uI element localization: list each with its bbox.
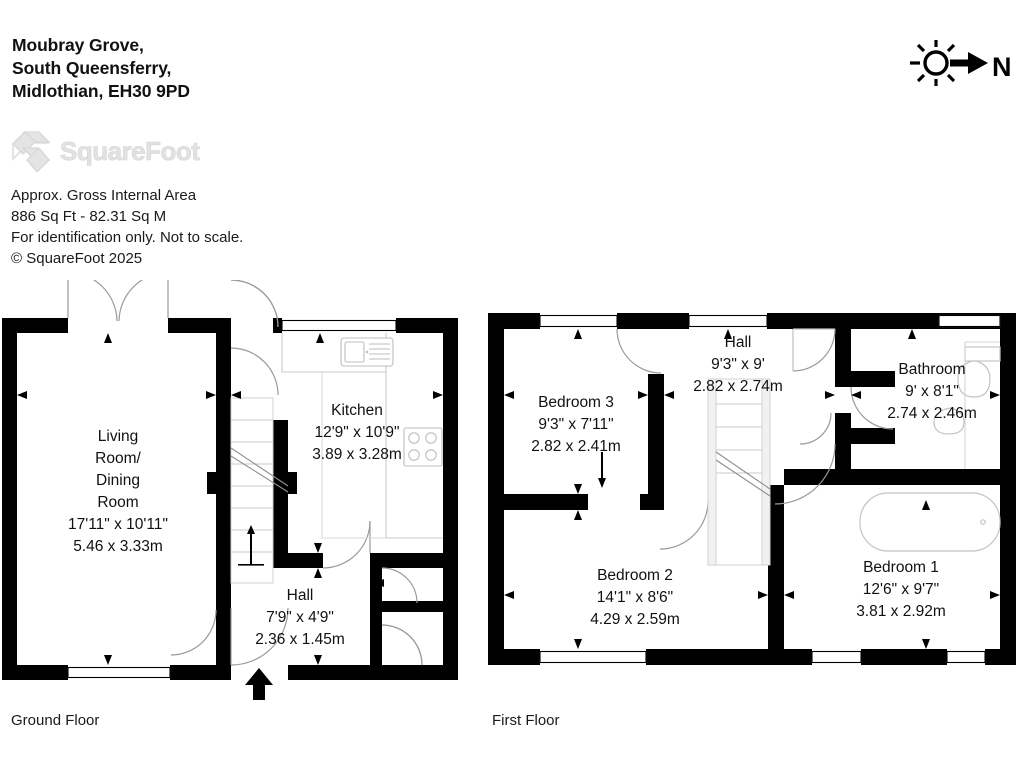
- ground-hall-dim-metric: 2.36 x 1.45m: [255, 631, 345, 648]
- bedroom-1-dim-metric: 3.81 x 2.92m: [856, 603, 946, 620]
- kitchen-sink-icon: [340, 337, 394, 367]
- ground-hall-name: Hall: [287, 587, 314, 604]
- room-label-bedroom-1: Bedroom 1 12'6" x 9'7" 3.81 x 2.92m: [856, 559, 946, 620]
- bathtub-icon: [859, 492, 1001, 552]
- kitchen-hob-icon: [403, 427, 443, 467]
- ground-hall-dim-imperial: 7'9" x 4'9": [266, 609, 334, 626]
- address-line-1: Moubray Grove,: [12, 35, 144, 55]
- staircase-up: [230, 397, 289, 584]
- area-note-line-4: © SquareFoot 2025: [11, 250, 143, 267]
- room-label-bedroom-3: Bedroom 3 9'3" x 7'11" 2.82 x 2.41m: [531, 394, 621, 455]
- first-floor-caption: First Floor: [492, 712, 560, 729]
- kitchen-name: Kitchen: [331, 402, 383, 419]
- room-label-kitchen: Kitchen 12'9" x 10'9" 3.89 x 3.28m: [312, 402, 402, 463]
- staircase-down: [598, 378, 771, 566]
- first-floor-wall-markers: [504, 329, 1000, 649]
- bathroom-counter-outline: [964, 341, 1000, 469]
- bedroom-2-dim-imperial: 14'1" x 8'6": [597, 589, 673, 606]
- bedroom-1-name: Bedroom 1: [863, 559, 939, 576]
- property-address: Moubray Grove, South Queensferry, Midlot…: [12, 34, 492, 103]
- living-room-dim-metric: 5.46 x 3.33m: [73, 538, 163, 555]
- bathroom-dim-imperial: 9' x 8'1": [905, 383, 959, 400]
- address-line-2: South Queensferry,: [12, 58, 172, 78]
- living-room-name-line-3: Dining: [96, 472, 140, 489]
- bedroom-2-dim-metric: 4.29 x 2.59m: [590, 611, 680, 628]
- entrance-arrow-icon: [245, 668, 273, 700]
- ground-floor-caption: Ground Floor: [11, 712, 100, 729]
- squarefoot-logo: SquareFoot: [10, 129, 240, 173]
- ground-floor-walls: [2, 318, 458, 680]
- first-hall-dim-imperial: 9'3" x 9': [711, 356, 765, 373]
- ground-floor-windows: [67, 319, 397, 679]
- bathroom-dim-metric: 2.74 x 2.46m: [887, 405, 977, 422]
- kitchen-dim-imperial: 12'9" x 10'9": [314, 424, 399, 441]
- room-label-bedroom-2: Bedroom 2 14'1" x 8'6" 4.29 x 2.59m: [590, 567, 680, 628]
- room-label-living-dining: Living Room/ Dining Room 17'11" x 10'11"…: [68, 428, 168, 555]
- sun-core-icon: [923, 50, 949, 76]
- squarefoot-diamond-logo-icon: [12, 131, 51, 172]
- room-label-ground-hall: Hall 7'9" x 4'9" 2.36 x 1.45m: [255, 587, 345, 648]
- living-room-dim-imperial: 17'11" x 10'11": [68, 516, 168, 533]
- ground-floor-plan: Living Room/ Dining Room 17'11" x 10'11"…: [2, 280, 458, 700]
- ground-floor-door-swings: [67, 280, 423, 666]
- compass-rose: N: [910, 40, 1012, 86]
- living-room-name-line-2: Room/: [95, 450, 141, 467]
- bedroom-1-dim-imperial: 12'6" x 9'7": [863, 581, 939, 598]
- area-note-line-3: For identification only. Not to scale.: [11, 229, 244, 246]
- bathroom-top-window: [938, 314, 1001, 328]
- living-room-name-line-1: Living: [98, 428, 139, 445]
- first-floor-plan: Hall 9'3" x 9' 2.82 x 2.74m Bathroom 9' …: [488, 313, 1016, 665]
- area-note-line-1: Approx. Gross Internal Area: [11, 187, 197, 204]
- area-notes: Approx. Gross Internal Area 886 Sq Ft - …: [11, 185, 481, 269]
- living-room-name-line-4: Room: [97, 494, 138, 511]
- toilet-icon: [957, 346, 1001, 398]
- bedroom-3-name: Bedroom 3: [538, 394, 614, 411]
- first-hall-name: Hall: [725, 334, 752, 351]
- room-label-first-hall: Hall 9'3" x 9' 2.82 x 2.74m: [693, 334, 783, 395]
- bathroom-name: Bathroom: [898, 361, 965, 378]
- kitchen-dim-metric: 3.89 x 3.28m: [312, 446, 402, 463]
- bedroom-2-name: Bedroom 2: [597, 567, 673, 584]
- bedroom-3-dim-imperial: 9'3" x 7'11": [538, 416, 613, 433]
- address-line-3: Midlothian, EH30 9PD: [12, 81, 190, 101]
- basin-icon: [933, 407, 965, 435]
- squarefoot-wordmark: SquareFoot: [60, 135, 201, 166]
- first-floor-door-swings: [616, 328, 894, 550]
- room-label-bathroom: Bathroom 9' x 8'1" 2.74 x 2.46m: [887, 361, 977, 422]
- north-arrow-icon: [950, 52, 988, 74]
- bedroom-3-dim-metric: 2.82 x 2.41m: [531, 438, 621, 455]
- ground-floor-wall-markers: [17, 333, 443, 665]
- compass-north-label: N: [992, 52, 1012, 82]
- area-note-line-2: 886 Sq Ft - 82.31 Sq M: [11, 208, 167, 225]
- first-hall-dim-metric: 2.82 x 2.74m: [693, 378, 783, 395]
